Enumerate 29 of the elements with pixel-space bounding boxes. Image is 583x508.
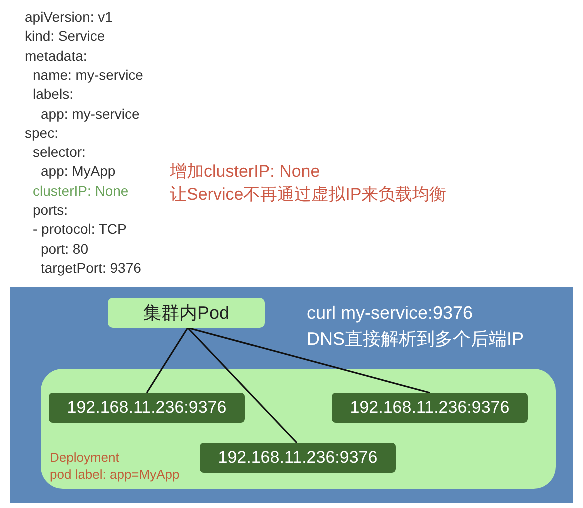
code-line: kind: Service (25, 28, 106, 46)
caption-text: curl my-service:9376 (307, 303, 474, 324)
code-line: selector: (33, 144, 86, 162)
code-line: port: 80 (41, 240, 88, 258)
code-line: app: my-service (41, 106, 140, 122)
code-line: app: MyApp (41, 163, 116, 180)
code-line: clusterIP: None (33, 182, 129, 200)
connector-line (146, 328, 189, 394)
ip-box: 192.168.11.236:9376 (49, 393, 245, 423)
ip-box: 192.168.11.236:9376 (200, 443, 396, 473)
deployment-area (41, 369, 556, 489)
caption-text: DNS直接解析到多个后端IP (307, 328, 524, 351)
code-line: labels: (33, 86, 74, 104)
code-line: targetPort: 9376 (41, 260, 142, 277)
deployment-label: Deployment (50, 450, 120, 465)
connector-line (188, 327, 430, 394)
pod-box: 集群内Pod (108, 298, 265, 328)
annotation-text: 让Service不再通过虚拟IP来负载均衡 (170, 185, 447, 205)
code-line: spec: (25, 124, 58, 142)
code-line: - protocol: TCP (33, 221, 127, 238)
code-line: apiVersion: v1 (25, 9, 113, 26)
ip-box: 192.168.11.236:9376 (332, 393, 528, 423)
connector-line (187, 327, 298, 444)
annotation-text: 增加clusterIP: None (170, 162, 320, 182)
cluster-panel (10, 287, 573, 503)
deployment-label: pod label: app=MyApp (50, 467, 180, 482)
code-line: name: my-service (33, 66, 144, 84)
code-line: ports: (33, 202, 68, 219)
code-line: metadata: (25, 48, 88, 65)
